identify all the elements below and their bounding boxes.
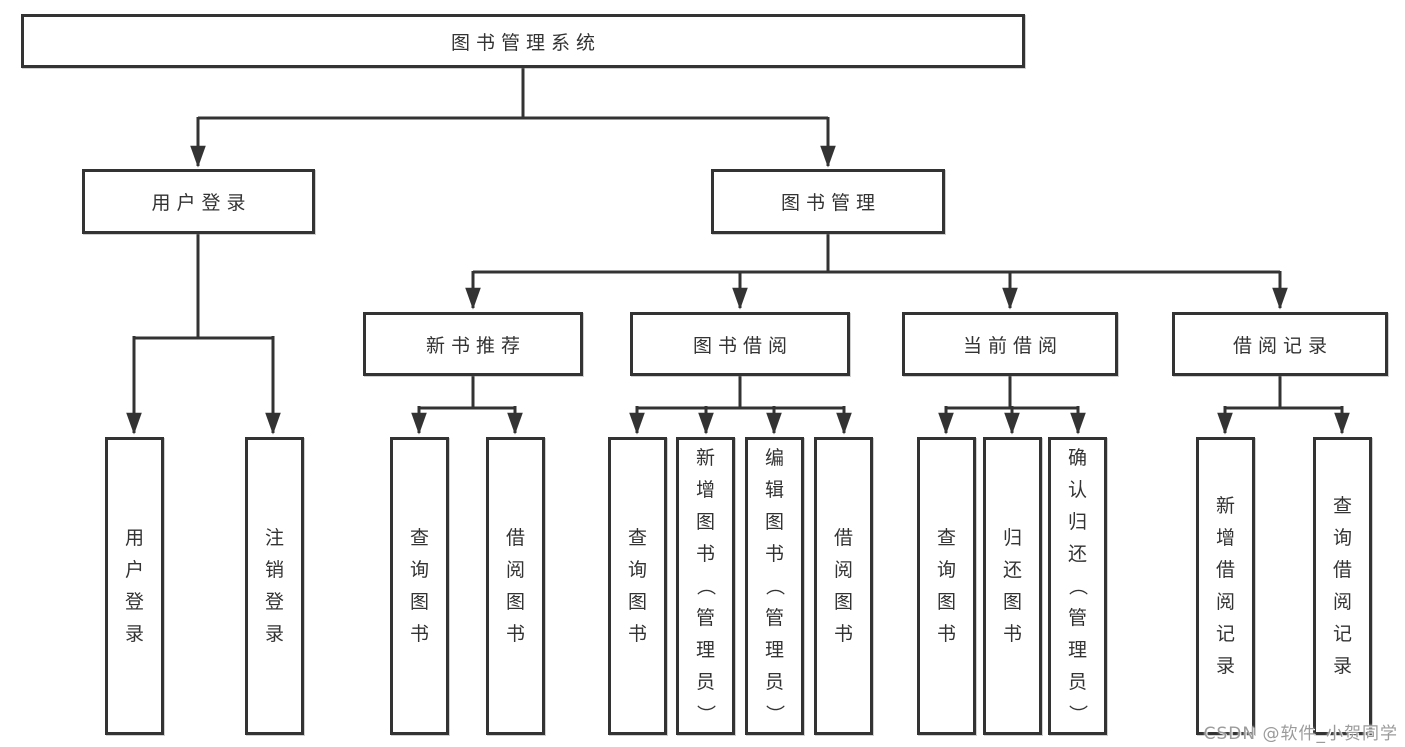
node-library-system: 图书管理系统 (21, 14, 1025, 68)
leaf-user-login: 用户登录 (105, 437, 164, 735)
node-book-borrow: 图书借阅 (630, 312, 850, 376)
leaf-query-book-borrow: 查询图书 (608, 437, 667, 735)
leaf-edit-book-admin: 编辑图书（管理员） (745, 437, 804, 735)
leaf-borrow-book-recommend: 借阅图书 (486, 437, 545, 735)
leaf-query-book-recommend: 查询图书 (390, 437, 449, 735)
node-book-borrow-label: 图书借阅 (692, 334, 793, 357)
leaf-query-book-current-label: 查询图书 (936, 527, 956, 645)
leaf-return-book: 归还图书 (983, 437, 1042, 735)
csdn-watermark: CSDN @软件_小贺同学 (1203, 724, 1398, 744)
node-borrow-records: 借阅记录 (1172, 312, 1388, 376)
leaf-edit-book-admin-label: 编辑图书（管理员） (763, 447, 786, 724)
leaf-query-borrow-record: 查询借阅记录 (1313, 437, 1372, 735)
leaf-add-book-admin: 新增图书（管理员） (676, 437, 735, 735)
node-book-management: 图书管理 (711, 169, 945, 234)
leaf-add-book-admin-label: 新增图书（管理员） (694, 447, 717, 724)
leaf-add-borrow-record-label: 新增借阅记录 (1215, 495, 1235, 677)
leaf-query-book-current: 查询图书 (917, 437, 976, 735)
leaf-confirm-return-admin-label: 确认归还（管理员） (1066, 447, 1089, 724)
leaf-user-login-label: 用户登录 (124, 527, 144, 645)
leaf-query-book-borrow-label: 查询图书 (627, 527, 647, 645)
leaf-logout: 注销登录 (245, 437, 304, 735)
node-book-management-label: 图书管理 (780, 192, 881, 214)
leaf-return-book-label: 归还图书 (1002, 527, 1022, 645)
node-new-book-recommend-label: 新书推荐 (425, 334, 526, 357)
node-library-system-label: 图书管理系统 (450, 31, 601, 54)
node-user-login-label: 用户登录 (151, 192, 252, 214)
leaf-query-borrow-record-label: 查询借阅记录 (1332, 495, 1352, 677)
node-current-borrow-label: 当前借阅 (962, 334, 1063, 357)
node-current-borrow: 当前借阅 (902, 312, 1118, 376)
node-borrow-records-label: 借阅记录 (1232, 334, 1333, 357)
leaf-borrow-book-recommend-label: 借阅图书 (505, 527, 525, 645)
leaf-logout-label: 注销登录 (264, 527, 284, 645)
leaf-add-borrow-record: 新增借阅记录 (1196, 437, 1255, 735)
leaf-borrow-book: 借阅图书 (814, 437, 873, 735)
leaf-confirm-return-admin: 确认归还（管理员） (1048, 437, 1107, 735)
leaf-borrow-book-label: 借阅图书 (833, 527, 853, 645)
node-new-book-recommend: 新书推荐 (363, 312, 583, 376)
node-user-login: 用户登录 (82, 169, 315, 234)
leaf-query-book-recommend-label: 查询图书 (409, 527, 429, 645)
